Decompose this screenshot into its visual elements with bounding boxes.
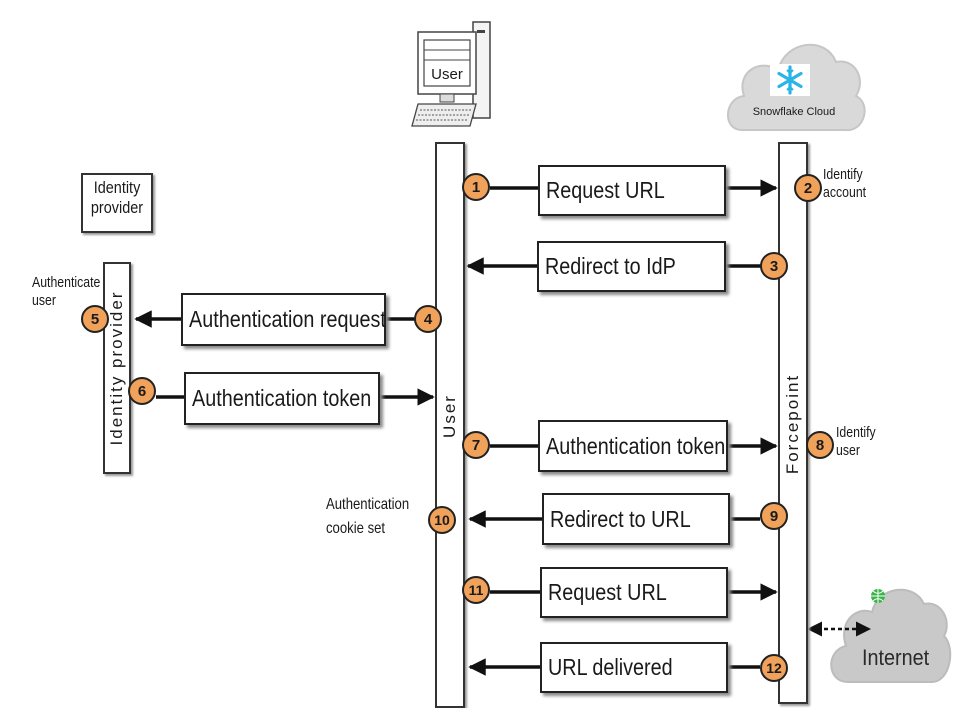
- internet-label: Internet: [862, 645, 930, 670]
- note-authenticate-user: Authenticate user: [32, 274, 101, 309]
- step-9-circle: 9: [760, 502, 788, 530]
- msg-url-delivered: URL delivered: [540, 642, 728, 693]
- msg-request-url-1: Request URL: [538, 165, 726, 216]
- snowflake-logo-icon: [770, 64, 810, 96]
- step-1-circle: 1: [462, 173, 490, 201]
- forcepoint-lifeline-label: Forcepoint: [783, 373, 802, 475]
- step-2-circle: 2: [794, 174, 822, 202]
- identity-provider-lifeline-label: Identity provider: [107, 290, 126, 446]
- msg-redirect-to-url: Redirect to URL: [542, 493, 730, 545]
- step-7-circle: 7: [462, 431, 490, 459]
- step-3-circle: 3: [760, 252, 788, 280]
- note-identify-user: Identify user: [836, 424, 876, 459]
- msg-authentication-token-fp: Authentication token: [538, 420, 728, 472]
- desktop-computer-icon: [411, 21, 491, 127]
- step-8-circle: 8: [806, 431, 834, 459]
- identity-provider-box-line2: provider: [90, 198, 144, 217]
- identity-provider-lifeline: Identity provider: [103, 262, 131, 474]
- step-6-circle: 6: [128, 377, 156, 405]
- user-lifeline: User: [435, 142, 465, 708]
- identity-provider-box-line1: Identity: [93, 178, 141, 197]
- step-12-circle: 12: [760, 654, 788, 682]
- step-10-circle: 10: [428, 506, 456, 534]
- identity-provider-box: Identity provider: [81, 173, 153, 233]
- snowflake-cloud-label: Snowflake Cloud: [752, 106, 836, 118]
- msg-authentication-request: Authentication request: [181, 293, 386, 346]
- user-computer-label: User: [431, 66, 463, 83]
- note-identify-account: Identify account: [823, 166, 867, 201]
- step-11-circle: 11: [462, 576, 490, 604]
- step-4-circle: 4: [414, 305, 442, 333]
- msg-redirect-to-idp: Redirect to IdP: [537, 241, 726, 292]
- internet-cloud-shape: [830, 588, 952, 683]
- globe-icon: [871, 589, 885, 603]
- forcepoint-lifeline: Forcepoint: [778, 142, 808, 704]
- msg-authentication-token-idp: Authentication token: [184, 372, 380, 425]
- step-5-circle: 5: [81, 305, 109, 333]
- user-lifeline-label: User: [440, 394, 459, 438]
- msg-request-url-2: Request URL: [540, 567, 728, 618]
- note-auth-cookie-set: Authentication cookie set: [326, 496, 410, 537]
